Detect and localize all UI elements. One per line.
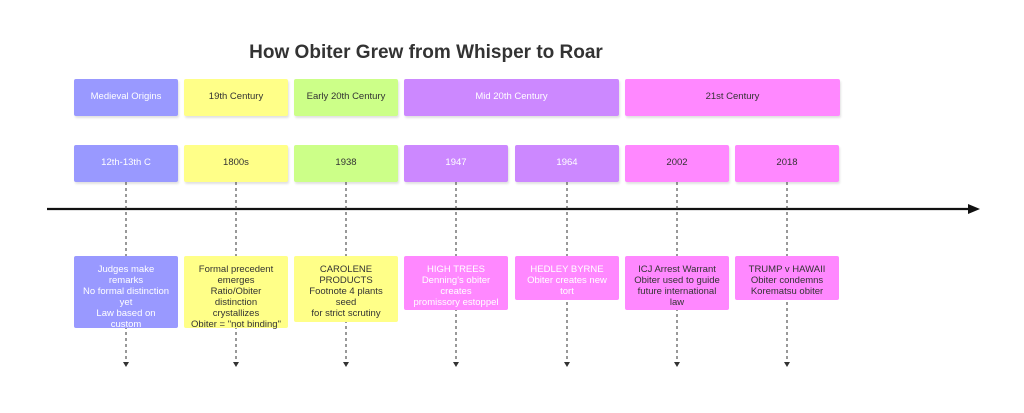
- period-21st-century: 21st Century: [625, 79, 840, 116]
- event-line: yet: [119, 296, 133, 308]
- event-line: Obiter condemns: [750, 274, 824, 286]
- date-box: 1938: [294, 145, 398, 182]
- period-early-20th-century: Early 20th Century: [294, 79, 398, 116]
- event-line: Footnote 4 plants: [309, 285, 383, 297]
- event-line: Formal precedent: [198, 264, 274, 275]
- date-label: 1938: [335, 157, 357, 169]
- date-label: 1947: [445, 157, 467, 169]
- page-title: How Obiter Grew from Whisper to Roar: [249, 42, 603, 63]
- event-line: CAROLENE: [319, 264, 373, 275]
- event-line: Denning's obiter: [421, 274, 491, 286]
- event-line: Obiter creates new: [527, 274, 607, 286]
- event-line: law: [669, 296, 685, 308]
- period-label: Early 20th Century: [306, 91, 386, 103]
- event-icj-arrest-warrant: ICJ Arrest Warrant Obiter used to guide …: [625, 256, 729, 310]
- arrow-down-icon: [564, 362, 570, 367]
- event-line: Ratio/Obiter: [210, 285, 262, 297]
- date-box: 2018: [735, 145, 839, 182]
- event-line: Korematsu obiter: [750, 285, 824, 297]
- date-label: 2002: [666, 157, 688, 169]
- date-box: 2002: [625, 145, 729, 182]
- period-label: Medieval Origins: [90, 91, 162, 103]
- date-box: 1800s: [184, 145, 288, 182]
- event-line: ICJ Arrest Warrant: [638, 264, 716, 275]
- event-hedley-byrne: HEDLEY BYRNE Obiter creates new tort: [515, 256, 619, 300]
- period-mid-20th-century: Mid 20th Century: [404, 79, 619, 116]
- event-line: Judges make: [97, 264, 155, 275]
- date-label: 12th-13th C: [101, 157, 151, 169]
- date-label: 2018: [776, 157, 798, 169]
- event-line: HIGH TREES: [427, 264, 485, 275]
- event-line: crystallizes: [212, 307, 260, 319]
- event-line: No formal distinction: [82, 285, 170, 297]
- arrow-down-icon: [123, 362, 129, 367]
- arrow-down-icon: [674, 362, 680, 367]
- period-label: Mid 20th Century: [475, 91, 548, 103]
- event-line: Law based on: [96, 307, 156, 319]
- date-box: 12th-13th C: [74, 145, 178, 182]
- arrow-down-icon: [453, 362, 459, 367]
- arrow-down-icon: [784, 362, 790, 367]
- event-line: Obiter = "not binding": [191, 318, 281, 330]
- event-high-trees: HIGH TREES Denning's obiter creates prom…: [404, 256, 508, 310]
- period-label: 19th Century: [208, 91, 264, 103]
- timeline-arrowhead: [968, 204, 980, 214]
- period-19th-century: 19th Century: [184, 79, 288, 116]
- event-line: distinction: [214, 296, 258, 308]
- event-line: creates: [440, 285, 472, 297]
- date-label: 1800s: [223, 157, 249, 169]
- date-box: 1964: [515, 145, 619, 182]
- arrow-down-icon: [233, 362, 239, 367]
- event-line: Obiter used to guide: [634, 274, 720, 286]
- event-line: emerges: [217, 274, 255, 286]
- date-box: 1947: [404, 145, 508, 182]
- event-line: custom: [110, 318, 142, 330]
- event-line: future international: [637, 285, 717, 297]
- arrow-down-icon: [343, 362, 349, 367]
- event-line: tort: [560, 285, 574, 297]
- period-label: 21st Century: [705, 91, 760, 103]
- event-line: HEDLEY BYRNE: [530, 264, 604, 275]
- event-line: remarks: [108, 274, 144, 286]
- event-line: promissory estoppel: [413, 296, 499, 308]
- event-line: seed: [335, 296, 357, 308]
- date-label: 1964: [556, 157, 578, 169]
- event-trump-v-hawaii: TRUMP v HAWAII Obiter condemns Korematsu…: [735, 256, 839, 300]
- event-line: for strict scrutiny: [311, 307, 381, 319]
- event-medieval: Judges make remarks No formal distinctio…: [74, 256, 178, 330]
- event-line: PRODUCTS: [319, 274, 373, 286]
- event-19th-century: Formal precedent emerges Ratio/Obiter di…: [184, 256, 288, 330]
- event-line: TRUMP v HAWAII: [748, 264, 826, 275]
- period-medieval-origins: Medieval Origins: [74, 79, 178, 116]
- event-carolene-products: CAROLENE PRODUCTS Footnote 4 plants seed…: [294, 256, 398, 322]
